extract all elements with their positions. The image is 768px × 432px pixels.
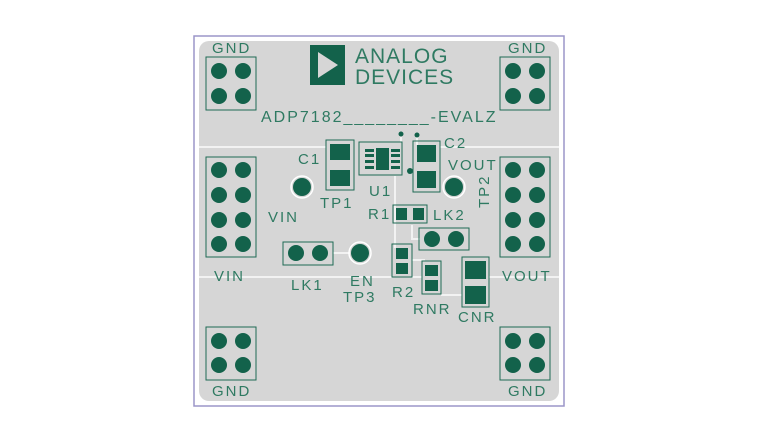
test-point-tp2[interactable]	[442, 175, 466, 199]
resistor-rnr[interactable]	[421, 260, 442, 295]
label-vin-header: VIN	[214, 268, 245, 285]
board	[199, 41, 559, 401]
label-gnd-bottom-left: GND	[212, 383, 251, 400]
resistor-r1[interactable]	[392, 204, 428, 224]
label-vout-tp: VOUT	[448, 157, 498, 174]
label-vout-header: VOUT	[502, 268, 552, 285]
ic-u1[interactable]	[358, 141, 403, 176]
label-tp1: TP1	[320, 195, 354, 212]
label-cnr: CNR	[458, 309, 497, 326]
capacitor-c2[interactable]	[412, 140, 441, 193]
header-gnd-top-right[interactable]	[499, 56, 551, 111]
part-number: ADP7182________-EVALZ	[261, 109, 498, 126]
label-tp3: TP3	[343, 289, 377, 306]
header-vout[interactable]	[499, 156, 551, 258]
label-r1: R1	[368, 206, 391, 223]
label-lk1: LK1	[291, 277, 324, 294]
test-point-tp1[interactable]	[290, 175, 314, 199]
traces	[199, 137, 559, 296]
label-c2: C2	[444, 135, 467, 152]
label-gnd-top-left: GND	[212, 40, 251, 57]
label-r2: R2	[392, 284, 415, 301]
jumper-lk1[interactable]	[282, 241, 334, 266]
vias	[398, 131, 420, 174]
label-en: EN	[350, 273, 375, 290]
header-gnd-bottom-left[interactable]	[205, 326, 257, 381]
test-point-tp3[interactable]	[348, 241, 372, 265]
logo-text-line1: ANALOG	[355, 45, 449, 68]
label-gnd-bottom-right: GND	[508, 383, 547, 400]
logo-text-line2: DEVICES	[355, 66, 454, 89]
label-u1: U1	[369, 183, 392, 200]
label-tp2: TP2	[476, 174, 493, 208]
capacitor-c1[interactable]	[325, 139, 355, 191]
label-gnd-top-right: GND	[508, 40, 547, 57]
label-c1: C1	[298, 151, 321, 168]
label-rnr: RNR	[413, 301, 452, 318]
analog-devices-logo: ANALOG DEVICES	[310, 45, 454, 89]
header-vin[interactable]	[205, 156, 257, 258]
header-gnd-top-left[interactable]	[205, 56, 257, 111]
jumper-lk2[interactable]	[418, 227, 470, 251]
label-lk2: LK2	[433, 207, 466, 224]
header-gnd-bottom-right[interactable]	[499, 326, 551, 381]
resistor-r2[interactable]	[391, 243, 413, 278]
label-vin-tp: VIN	[268, 209, 299, 226]
capacitor-cnr[interactable]	[461, 256, 490, 308]
